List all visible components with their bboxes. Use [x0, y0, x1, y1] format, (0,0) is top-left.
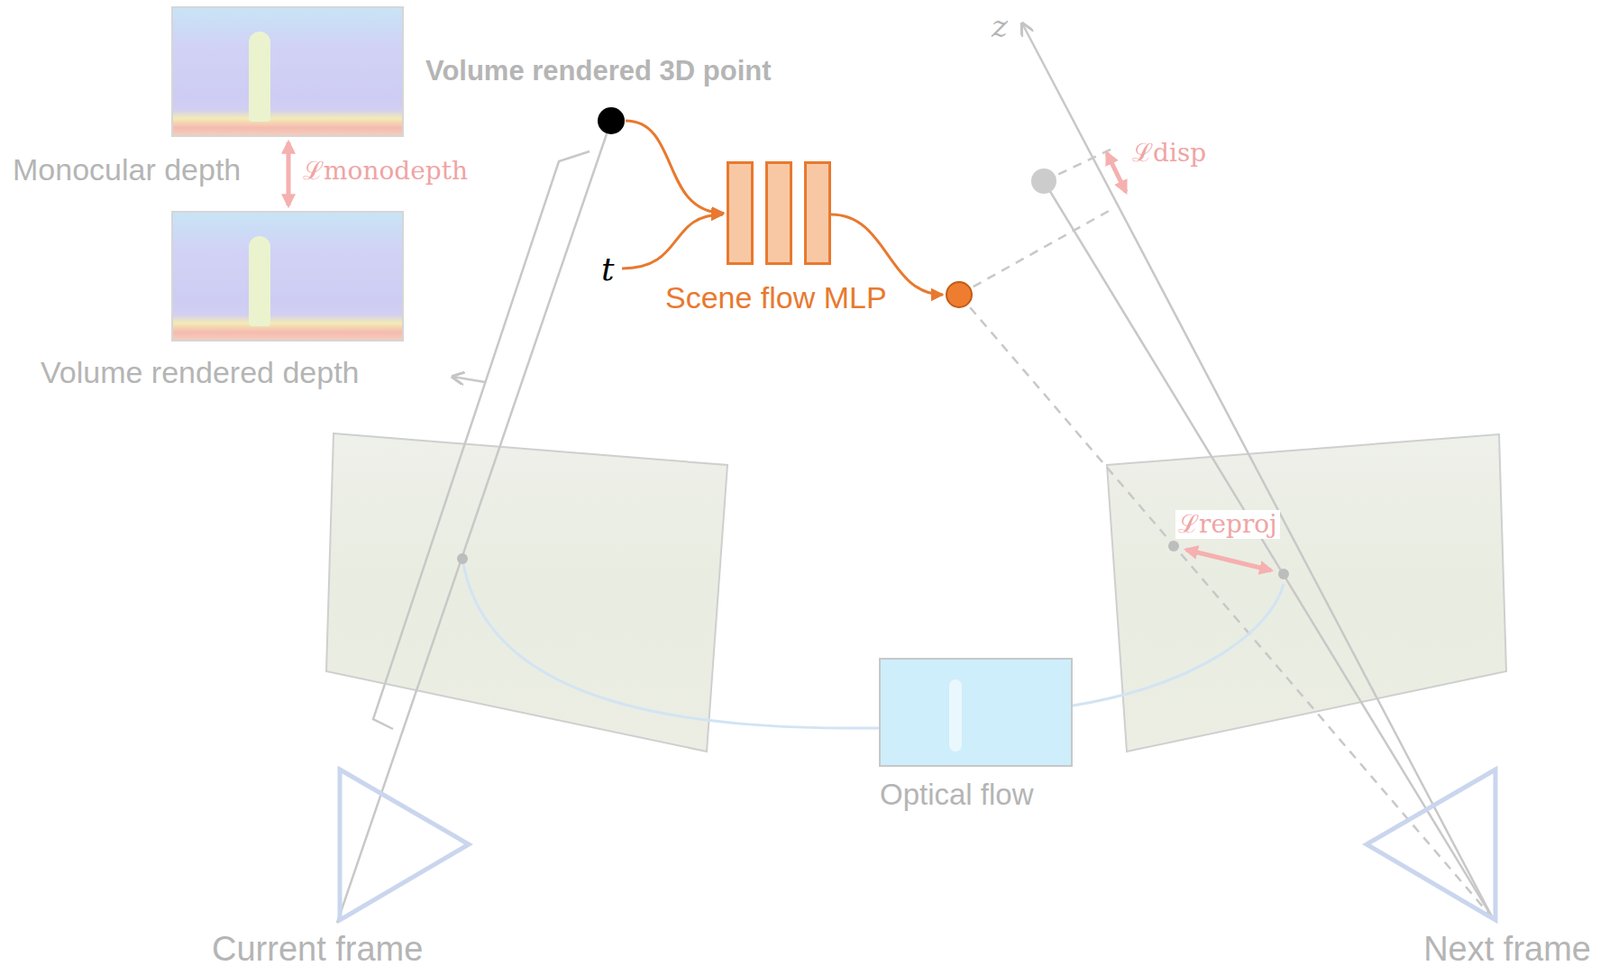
flow-curve [1072, 584, 1284, 706]
node-label: Current frame [211, 930, 423, 970]
pixel-point [1278, 568, 1290, 580]
node-label: Next frame [1423, 930, 1591, 970]
figure-silhouette [248, 236, 271, 327]
axis-label: z [991, 9, 1008, 45]
node-shape [726, 161, 832, 266]
node-shape [171, 210, 404, 342]
time-variable: t [601, 250, 614, 288]
dashed-ray [959, 294, 1493, 919]
node-label: Volume rendered 3D point [425, 54, 772, 88]
z-axis [1022, 23, 1493, 919]
node-label: Monocular depth [12, 152, 241, 188]
node-shape [878, 658, 1073, 768]
loss-arrow [286, 142, 292, 206]
node-label: Optical flow [879, 777, 1034, 813]
gray-point [1031, 168, 1057, 194]
figure-silhouette [949, 679, 962, 752]
camera: Next frame [1362, 767, 1499, 924]
loss-label: ℒdisp [1132, 138, 1207, 168]
current-image-plane [326, 433, 728, 752]
depth-image: Volume rendered depth [171, 210, 404, 342]
next-image-plane [1106, 434, 1507, 752]
ray-bracket [373, 151, 590, 730]
flow-curve [462, 558, 879, 729]
node-shape [597, 107, 625, 135]
time-input [621, 214, 723, 269]
pixel-point [1168, 540, 1180, 552]
loss-label: ℒmonodepth [302, 156, 468, 186]
input-arrow [625, 120, 724, 214]
mlp-block: Scene flow MLP [726, 161, 832, 266]
flow-image: Optical flow [878, 658, 1073, 768]
camera: Current frame [337, 767, 472, 924]
point-dot: Volume rendered 3D point [597, 107, 625, 135]
camera-symbol [337, 767, 472, 924]
node-shape [171, 6, 404, 138]
disp-arrow [1106, 153, 1126, 192]
node-label: Scene flow MLP [665, 280, 887, 316]
dashed-projection [959, 210, 1111, 295]
loss-label: ℒreproj [1175, 510, 1280, 540]
figure-silhouette [248, 31, 271, 122]
bracket-arrow [452, 376, 485, 383]
depth-image: Monocular depth [171, 6, 404, 138]
flowed-point [946, 282, 972, 308]
pixel-point [457, 553, 468, 565]
node-label: Volume rendered depth [40, 355, 359, 391]
camera-symbol [1362, 767, 1499, 924]
reproj-arrow [1186, 549, 1271, 571]
